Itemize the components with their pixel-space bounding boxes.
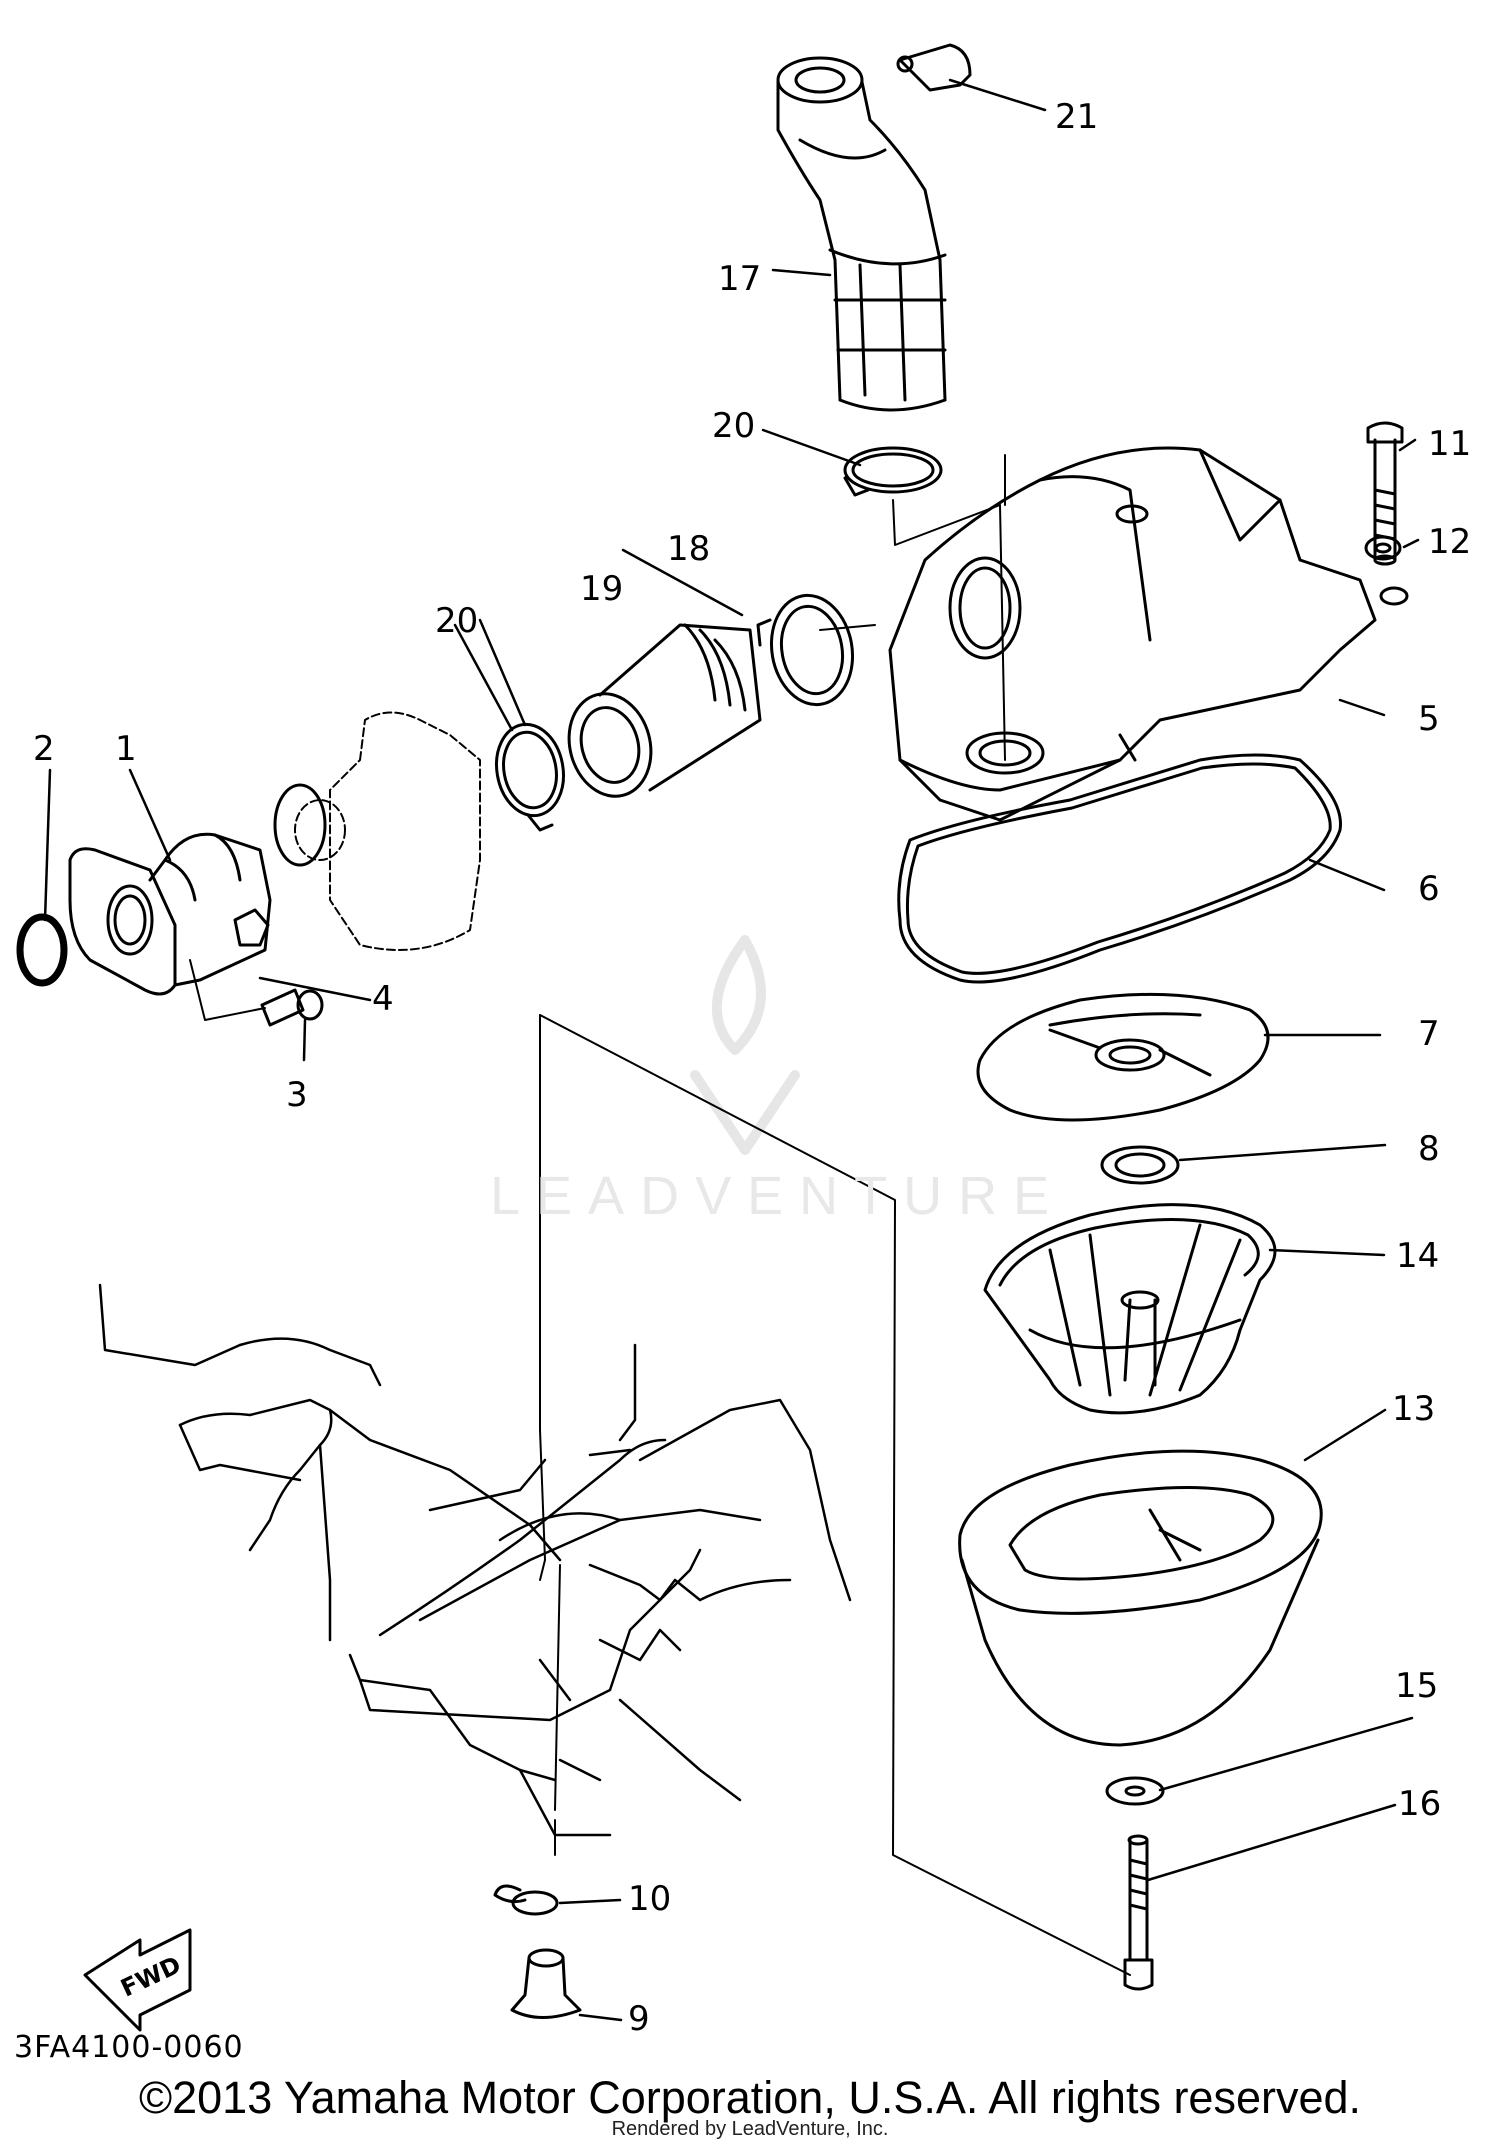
part-2-o-ring: [16, 913, 68, 987]
watermark-logo: [690, 935, 800, 1155]
callout-11: 11: [1428, 424, 1471, 464]
callout-1: 1: [115, 729, 137, 769]
part-20-lower-clamp: [495, 722, 565, 832]
part-8-washer: [1100, 1145, 1180, 1185]
part-12-washer: [1364, 535, 1402, 561]
part-6-gasket: [897, 753, 1342, 984]
part-20-upper-clamp: [843, 446, 943, 497]
callout-4: 4: [372, 979, 394, 1019]
callout-8: 8: [1418, 1129, 1440, 1169]
part-9-drain-pipe: [510, 1948, 582, 2019]
part-10-clip: [493, 1884, 559, 1916]
callout-17: 17: [718, 259, 761, 299]
callout-3: 3: [286, 1075, 308, 1115]
watermark-text: LEADVENTURE: [490, 1166, 1066, 1226]
callout-2: 2: [33, 729, 55, 769]
callout-leaders: [43, 78, 1420, 2022]
callout-6: 6: [1418, 869, 1440, 909]
part-1-manifold: [68, 783, 327, 996]
callout-10: 10: [628, 1879, 671, 1919]
part-13-filter-element: [958, 1449, 1323, 1747]
assembly-lines: [819, 454, 1006, 761]
callout-9: 9: [628, 1999, 650, 2039]
part-15-washer: [1105, 1776, 1165, 1806]
part-5-air-box-case: [888, 446, 1409, 822]
leader-lines: [189, 959, 1131, 1976]
part-16-bolt: [1123, 1834, 1154, 1991]
carburetor-outline: [294, 711, 481, 951]
callout-14: 14: [1396, 1236, 1439, 1276]
frame-body-outline: [98, 1283, 852, 1837]
part-3-screw: [260, 988, 324, 1027]
copyright-notice: ©2013 Yamaha Motor Corporation, U.S.A. A…: [138, 2072, 1362, 2123]
fwd-arrow-icon: FWD: [83, 1928, 192, 2032]
callout-18: 18: [667, 529, 710, 569]
part-17-intake-duct: [776, 56, 947, 412]
callout-20-lower: 20: [435, 601, 478, 641]
callout-12: 12: [1428, 522, 1471, 562]
diagram-code: 3FA4100-0060: [14, 2030, 244, 2065]
part-4-nut: [233, 908, 270, 947]
callout-19: 19: [580, 569, 623, 609]
part-19-joint: [567, 623, 762, 798]
rendered-by-notice: Rendered by LeadVenture, Inc.: [611, 2118, 889, 2140]
part-18-clamp: [756, 593, 855, 707]
callout-7: 7: [1418, 1014, 1440, 1054]
callout-21: 21: [1055, 97, 1098, 137]
callout-20-upper: 20: [712, 406, 755, 446]
callout-labels: 21 17 20 11 12 18 19 20 5 2 1 6 4 7 3 8 …: [33, 97, 1471, 2039]
part-21-elbow: [896, 43, 972, 92]
callout-16: 16: [1398, 1784, 1441, 1824]
callout-15: 15: [1395, 1666, 1438, 1706]
fwd-label: FWD: [117, 1951, 186, 2003]
callout-13: 13: [1392, 1389, 1435, 1429]
part-14-filter-frame: [983, 1203, 1277, 1415]
part-7-filter-plate: [976, 992, 1270, 1122]
callout-5: 5: [1418, 699, 1440, 739]
